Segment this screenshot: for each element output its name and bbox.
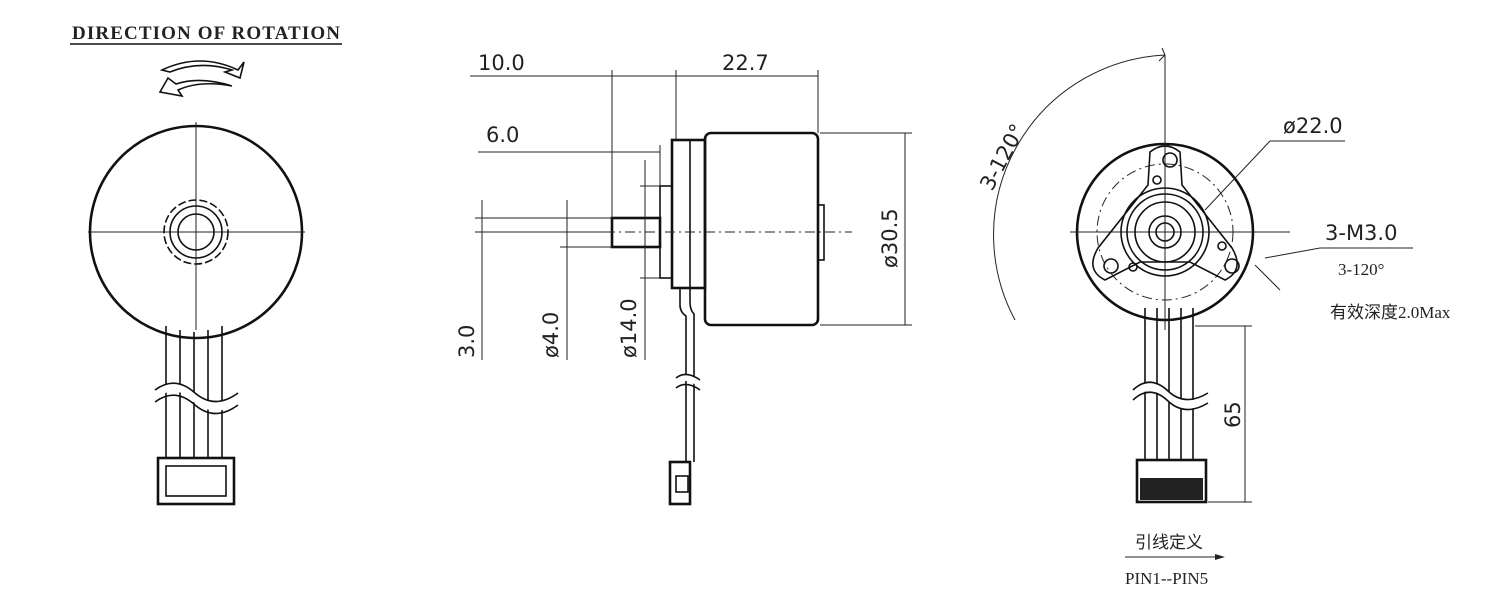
mounting-holes <box>1103 152 1240 274</box>
dim-angle-arc: 3-120° <box>975 120 1030 194</box>
dim-body-dia: ø30.5 <box>878 208 902 268</box>
motor-body <box>703 131 820 327</box>
hub <box>1120 187 1210 277</box>
lead-definition-label: 引线定义 <box>1135 533 1203 552</box>
pin-range: PIN1--PIN5 <box>1125 569 1208 588</box>
dim-22-7: 22.7 <box>722 51 769 75</box>
dim-thread-angle: 3-120° <box>1338 260 1384 279</box>
rotation-arrow-icon <box>158 60 245 98</box>
flange <box>670 138 707 290</box>
side-view: 10.0 22.7 6.0 3.0 ø4.0 ø14.0 ø30.5 <box>455 51 912 506</box>
rotation-title: DIRECTION OF ROTATION <box>72 23 340 44</box>
front-view: 3-120° ø22.0 3-M3.0 3-120° 有效深度2.0Max 65… <box>975 47 1451 588</box>
connector <box>156 456 236 506</box>
dim-thread: 3-M3.0 <box>1325 221 1397 245</box>
dim-lead-length: 65 <box>1221 401 1245 428</box>
dim-3: 3.0 <box>455 325 479 358</box>
dim-6: 6.0 <box>486 123 519 147</box>
lead-wires <box>152 326 241 458</box>
dim-pcd: ø22.0 <box>1283 114 1343 138</box>
front-lead-wires <box>1130 308 1211 460</box>
shaft-gear <box>163 199 229 265</box>
rear-view: DIRECTION OF ROTATION <box>70 23 342 506</box>
front-connector <box>1135 458 1208 504</box>
dim-thread-depth: 有效深度2.0Max <box>1330 303 1451 322</box>
dim-10: 10.0 <box>478 51 525 75</box>
dim-boss-dia: ø14.0 <box>617 298 641 358</box>
angle-arc <box>993 54 1166 321</box>
dim-shaft-dia: ø4.0 <box>539 312 563 358</box>
side-lead-wire <box>668 288 703 506</box>
